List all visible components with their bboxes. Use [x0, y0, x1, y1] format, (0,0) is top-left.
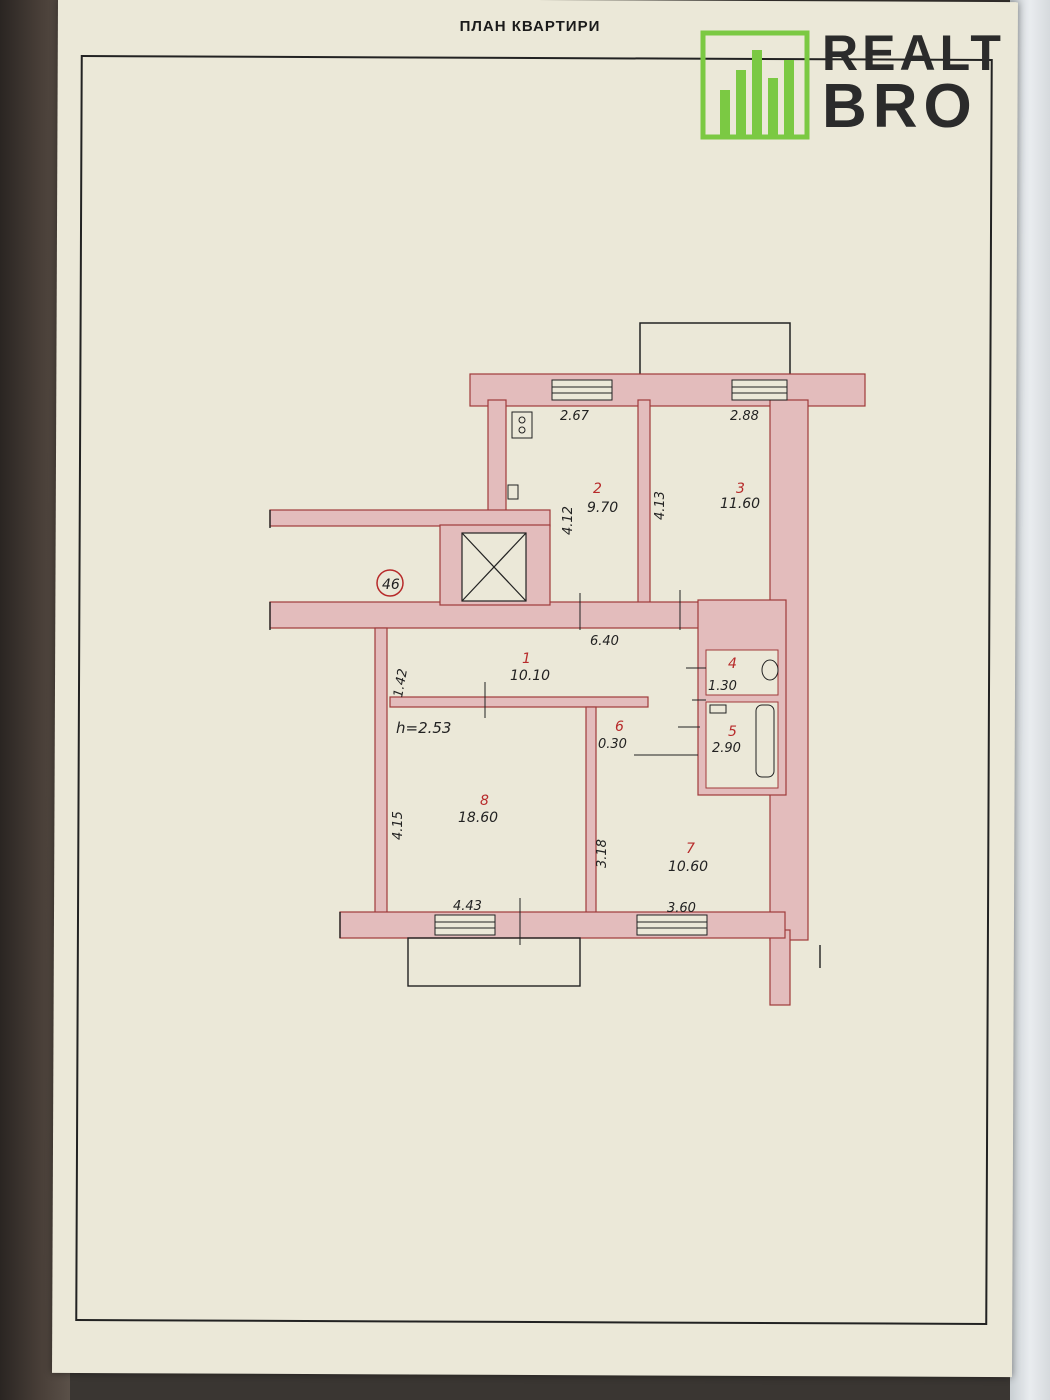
corridor-partition	[389, 696, 649, 708]
room-5-number: 5	[728, 724, 737, 740]
washbasin-icon	[709, 704, 727, 714]
wall-bottom	[339, 911, 786, 939]
outline-lines	[269, 510, 821, 987]
room-4-number: 4	[728, 656, 737, 672]
room-4-area: 1.30	[708, 679, 737, 694]
dim-room3-width: 2.88	[730, 409, 759, 424]
tick-marks	[484, 590, 706, 945]
bathtub-icon	[755, 704, 775, 778]
logo-word-bro: BRO	[822, 72, 978, 141]
landing-bottom-wall	[269, 601, 701, 629]
dim-room3-depth: 4.13	[653, 491, 668, 520]
room-6-number: 6	[615, 719, 624, 735]
landing-top-wall	[269, 509, 551, 527]
windows	[434, 379, 788, 936]
window-room7	[636, 914, 708, 936]
room-3-area: 11.60	[720, 496, 760, 512]
stair-marker: 46	[376, 569, 404, 597]
dim-room8-depth: 4.15	[391, 811, 406, 840]
room-7-area: 10.60	[668, 859, 708, 875]
wall-right-lower	[769, 929, 791, 1006]
dim-room2-depth: 4.12	[561, 506, 576, 535]
room-1-area: 10.10	[510, 668, 550, 684]
logo-word-realt: REALT	[822, 25, 1005, 81]
room-6-area: 0.30	[598, 737, 627, 752]
dim-room7-depth: 3.18	[595, 839, 610, 868]
room-2-area: 9.70	[587, 500, 618, 516]
fixtures	[507, 411, 779, 778]
dim-corridor-length: 6.40	[590, 634, 619, 649]
room-2-number: 2	[593, 481, 602, 497]
dim-corridor-width: 1.42	[391, 668, 411, 699]
toilet-icon	[761, 659, 779, 681]
room-1-number: 1	[522, 651, 531, 667]
room-8-area: 18.60	[458, 810, 498, 826]
realtbro-logo: REALT BRO	[700, 26, 1030, 142]
ceiling-height: h=2.53	[396, 719, 451, 737]
logo-text: REALT BRO	[822, 25, 1005, 141]
wall-2-3	[637, 399, 651, 606]
dim-room8-width: 4.43	[453, 899, 482, 914]
wall-room2-left	[487, 399, 507, 516]
room-5-area: 2.90	[712, 741, 741, 756]
sheet-title: ПЛАН КВАРТИРИ	[459, 18, 601, 35]
sink-icon	[507, 484, 519, 500]
balcony-top	[639, 322, 791, 376]
window-room3	[731, 379, 788, 401]
dimension-labels: 2.67 2.88 4.12 4.13 6.40 1.42 4.15 3.18 …	[391, 409, 759, 916]
wall-left-lower	[374, 627, 388, 916]
buildings-icon	[700, 30, 810, 140]
window-room8	[434, 914, 496, 936]
elevator-cross	[461, 532, 527, 602]
room-8-number: 8	[480, 793, 489, 809]
stair-label: 46	[382, 577, 400, 593]
dim-room7-width: 3.60	[667, 901, 696, 916]
room-3-number: 3	[736, 481, 745, 497]
balcony-bottom	[407, 937, 581, 987]
wall-8-7	[585, 706, 597, 918]
room-labels: 1 10.10 2 9.70 3 11.60 4 1.30 5 2.90 6 0…	[396, 481, 760, 875]
room-7-number: 7	[686, 841, 695, 857]
dim-room2-width: 2.67	[560, 409, 590, 424]
window-room2	[551, 379, 613, 401]
stove-icon	[511, 411, 533, 439]
